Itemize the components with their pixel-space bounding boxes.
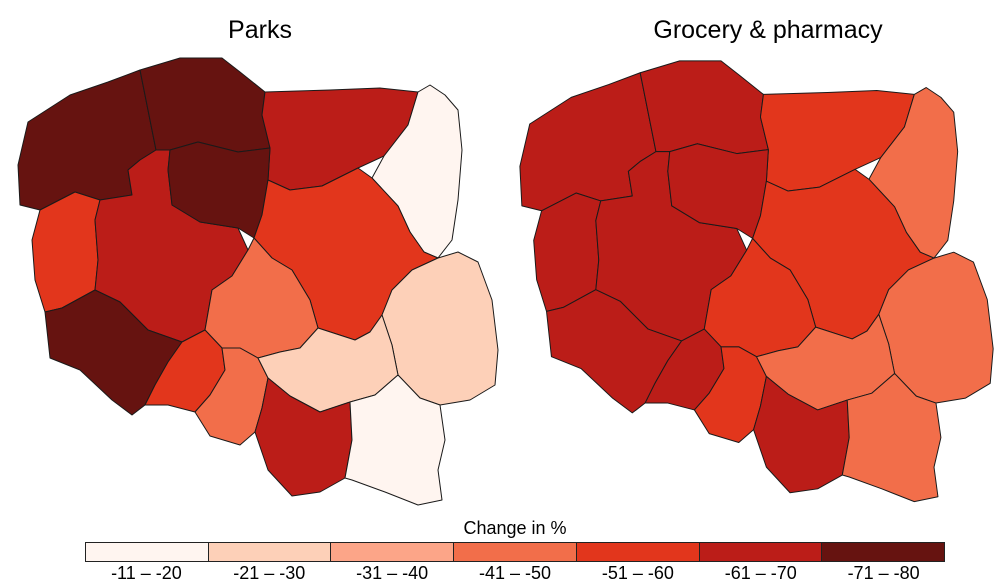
region-podkarpackie (344, 374, 446, 506)
legend-label: -21 – -30 (233, 563, 306, 583)
legend-label: -41 – -50 (478, 563, 552, 583)
legend-swatch (331, 543, 455, 561)
legend: Change in % -11 – -20 -21 – -30 -31 – -4… (85, 518, 945, 588)
region-slaskie (693, 346, 767, 443)
legend-label: -11 – -20 (111, 563, 182, 583)
region-slaskie (194, 347, 269, 446)
region-podkarpackie (841, 372, 942, 503)
legend-swatch (454, 543, 577, 561)
legend-label: -71 – -80 (847, 563, 920, 583)
legend-label: -61 – -70 (724, 563, 797, 583)
legend-swatch (822, 543, 945, 561)
legend-color-bar (85, 542, 945, 562)
map-panel-parks: Parks (0, 0, 510, 530)
legend-swatch (576, 543, 700, 561)
map-title: Grocery & pharmacy (653, 16, 883, 44)
legend-swatch (86, 543, 209, 561)
map-panel-grocery-pharmacy: Grocery & pharmacy (512, 0, 1005, 530)
legend-label: -51 – -60 (601, 563, 674, 583)
map-title: Parks (228, 16, 292, 44)
legend-swatch (699, 543, 823, 561)
choropleth-map-parks (17, 57, 499, 506)
region-pomorskie (139, 57, 271, 153)
choropleth-map-grocery-pharmacy (519, 60, 994, 503)
region-pomorskie (639, 60, 769, 155)
legend-labels: -11 – -20 -21 – -30 -31 – -40 -41 – -50 … (85, 563, 945, 584)
legend-swatch (208, 543, 332, 561)
legend-title: Change in % (463, 518, 567, 538)
legend-label: -31 – -40 (356, 563, 429, 583)
